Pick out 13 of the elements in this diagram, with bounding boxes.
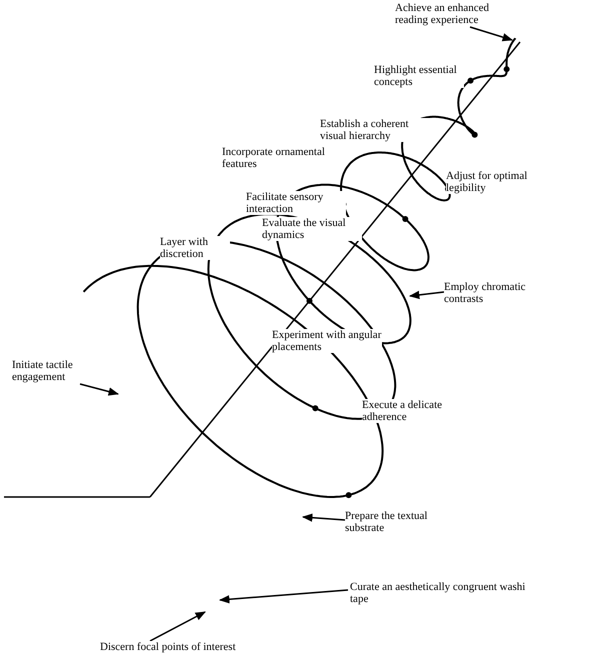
leader-line [80,383,120,396]
callout-label: Facilitate sensory interaction [246,191,346,215]
leader-line [470,26,513,42]
callout-label: Experiment with angular placements [272,329,382,353]
callout-label: Establish a coherent visual hierarchy [320,118,430,142]
leader-line [218,589,348,604]
leader-line [408,290,444,300]
callout-label: Discern focal points of interest [100,641,236,653]
callout-label: Layer with discretion [160,236,230,260]
leader-line [150,611,206,642]
callout-label: Highlight essential concepts [374,64,464,88]
callout-label: Evaluate the visual dynamics [262,217,362,241]
leader-line [302,513,346,522]
